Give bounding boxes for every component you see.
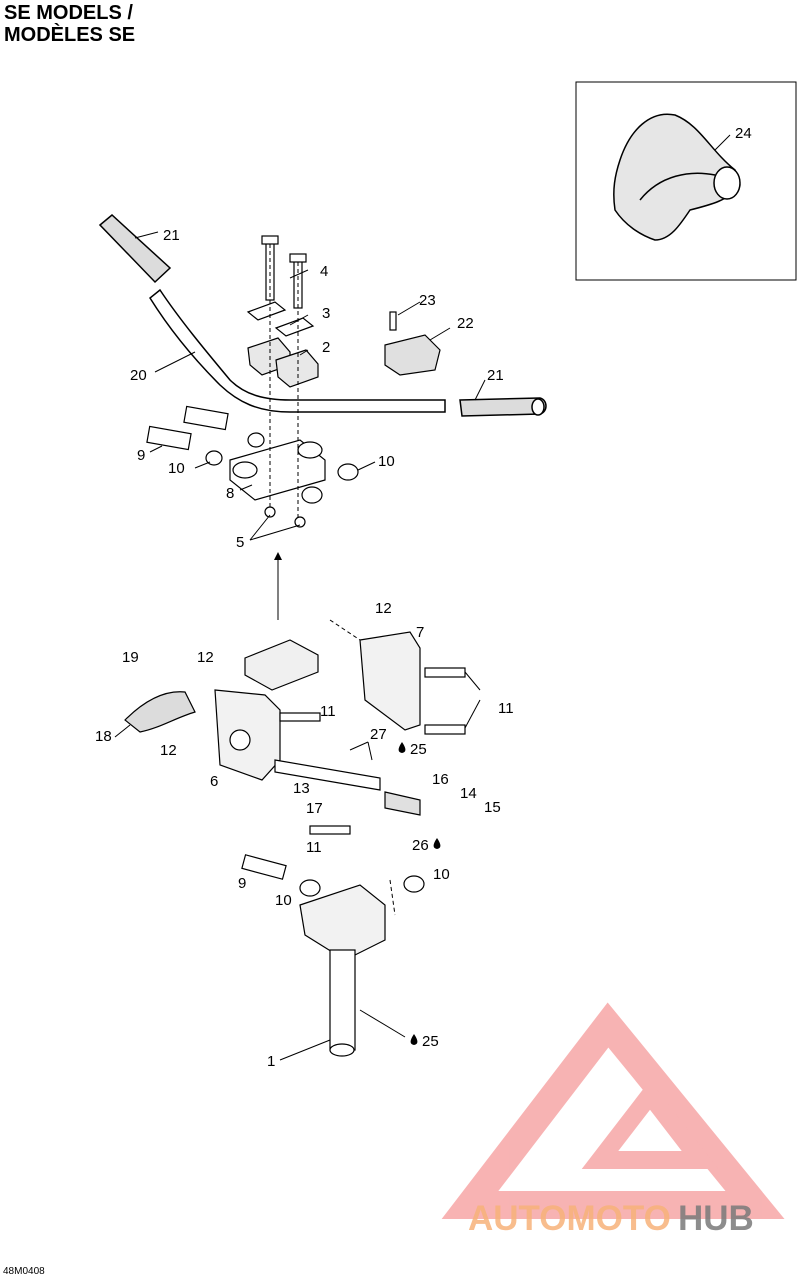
callout-6: 6 [210, 773, 218, 790]
callout-15: 15 [484, 799, 501, 816]
handlebar-pad [613, 113, 741, 241]
callout-25: 25 [410, 741, 427, 758]
callout-11: 11 [498, 700, 514, 717]
callout-20: 20 [130, 367, 147, 384]
callout-8: 8 [226, 485, 234, 502]
drop-icon [410, 1034, 418, 1045]
inset-box [575, 81, 797, 281]
callout-10: 10 [168, 460, 185, 477]
callout-18: 18 [95, 728, 112, 745]
upper-clamps [246, 235, 441, 388]
callout-12: 12 [160, 742, 177, 759]
watermark-part-2: HUB [678, 1199, 754, 1238]
callout-25: 25 [422, 1033, 439, 1050]
callout-10: 10 [433, 866, 450, 883]
callout-24: 24 [735, 125, 752, 142]
drop-icon [433, 838, 441, 849]
steering-column [241, 854, 425, 1057]
callout-3: 3 [322, 305, 330, 322]
alignment-lines [269, 244, 396, 916]
watermark-part-1: AUTOMOTO [468, 1199, 671, 1238]
middle-assembly [124, 631, 466, 835]
watermark-logo [441, 1002, 785, 1219]
callout-26: 26 [412, 837, 429, 854]
callout-7: 7 [416, 624, 424, 641]
callout-21: 21 [163, 227, 180, 244]
callout-11: 11 [306, 839, 322, 856]
callout-13: 13 [293, 780, 310, 797]
callout-21: 21 [487, 367, 504, 384]
leader-lines [114, 134, 731, 1061]
callout-16: 16 [432, 771, 449, 788]
callout-10: 10 [275, 892, 292, 909]
callout-17: 17 [306, 800, 323, 817]
callout-27: 27 [370, 726, 387, 743]
callout-9: 9 [238, 875, 246, 892]
callout-11: 11 [320, 703, 336, 720]
title-line-2: MODÈLES SE [4, 24, 136, 46]
callout-14: 14 [460, 785, 477, 802]
title-line-1: SE MODELS / [4, 2, 133, 24]
callout-19: 19 [122, 649, 139, 666]
page-title: SE MODELS / MODÈLES SE [4, 2, 135, 46]
callout-5: 5 [236, 534, 244, 551]
callout-12: 12 [375, 600, 392, 617]
drop-icon [398, 742, 406, 753]
callout-12: 12 [197, 649, 214, 666]
callout-22: 22 [457, 315, 474, 332]
callout-23: 23 [419, 292, 436, 309]
diagram-reference: 48M0408 [3, 1266, 45, 1277]
callout-1: 1 [267, 1053, 275, 1070]
callout-2: 2 [322, 339, 330, 356]
callout-9: 9 [137, 447, 145, 464]
callout-10: 10 [378, 453, 395, 470]
watermark-text: AUTOMOTO HUB [468, 1199, 754, 1238]
callout-4: 4 [320, 263, 328, 280]
riser-block-upper [146, 405, 359, 528]
handlebar [98, 214, 547, 417]
callout-labels: 21 4 3 2 23 22 20 21 9 10 10 8 5 24 12 7… [95, 125, 752, 1070]
grease-drop-icons [398, 742, 441, 1045]
